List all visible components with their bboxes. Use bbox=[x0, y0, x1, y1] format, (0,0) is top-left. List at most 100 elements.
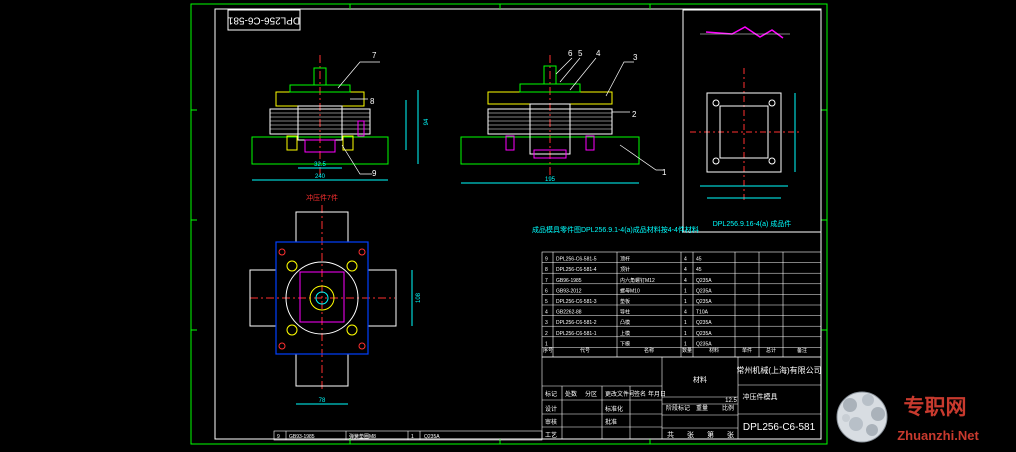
scale-value: 12.5 bbox=[725, 398, 737, 404]
bom-cell: GB93-2012 bbox=[556, 288, 582, 294]
bom-cell: 8 bbox=[545, 267, 548, 273]
change-label: 年月日 bbox=[648, 390, 666, 398]
balloon-2: 2 bbox=[632, 110, 637, 119]
part-name: 冲压件模具 bbox=[743, 392, 778, 401]
balloon-3: 3 bbox=[633, 53, 638, 62]
bom-header: 总计 bbox=[766, 347, 776, 354]
dim-front-width: 240 bbox=[315, 174, 326, 180]
bom-header: 备注 bbox=[797, 347, 807, 354]
title-stamp: DPL256-C6-581 bbox=[227, 14, 300, 25]
change-label: 签名 bbox=[634, 390, 646, 398]
balloon-4: 4 bbox=[596, 49, 601, 58]
stage-label: 阶段标记 bbox=[666, 404, 690, 412]
bom-cell: 1 bbox=[684, 331, 687, 337]
bom-header: 材料 bbox=[709, 347, 719, 354]
balloon-6: 6 bbox=[568, 49, 573, 58]
bom-cell: 1 bbox=[684, 341, 687, 347]
bom-cell: 4 bbox=[684, 267, 687, 273]
balloon-1: 1 bbox=[662, 168, 667, 177]
bom-cell: DPL256-C6-581-4 bbox=[556, 267, 597, 273]
extra-row-cell: 9 bbox=[277, 434, 280, 440]
bom-cell: Q235A bbox=[696, 331, 712, 337]
dim-top-width: 78 bbox=[319, 398, 326, 404]
change-label: 分区 bbox=[585, 390, 597, 398]
extra-row-cell: 1 bbox=[411, 434, 414, 440]
watermark-logo-icon bbox=[836, 391, 888, 443]
bom-cell: DPL256-C6-581-5 bbox=[556, 257, 597, 263]
balloon-7: 7 bbox=[372, 51, 377, 60]
detail-caption: DPL256.9.16-4(a) 成品件 bbox=[713, 219, 792, 228]
watermark-brand: 专职网 bbox=[904, 395, 967, 419]
bom-cell: DPL256-C6-581-1 bbox=[556, 331, 597, 337]
bom-cell: Q235A bbox=[696, 288, 712, 294]
bom-cell: 4 bbox=[684, 257, 687, 263]
bom-cell: 7 bbox=[545, 278, 548, 284]
sheet-label: 张 bbox=[727, 430, 734, 439]
extra-row-cell: GB93-1985 bbox=[289, 434, 315, 440]
sheet-label: 张 bbox=[687, 430, 694, 439]
stage-label: 重量 bbox=[696, 404, 708, 412]
bom-cell: 顶杆 bbox=[620, 256, 630, 263]
bom-cell: 2 bbox=[545, 331, 548, 337]
title-block bbox=[541, 356, 822, 440]
drawing-note: 成品模具零件图DPL256.9.1-4(a)成品材料按4-4件材料 bbox=[532, 225, 699, 234]
bom-cell: DPL256-C6-581-3 bbox=[556, 299, 597, 305]
bom-cell: 4 bbox=[545, 310, 548, 316]
role-label: 审核 bbox=[545, 418, 557, 426]
material-label: 材料 bbox=[693, 375, 707, 384]
bom-cell: 4 bbox=[684, 278, 687, 284]
side-view: 195 bbox=[460, 55, 664, 184]
sheet-label: 第 bbox=[707, 430, 714, 439]
dim-top-height: 108 bbox=[416, 292, 422, 303]
title-block-labels: 标记处数分区更改文件号签名年月日设计审核工艺标准化批准阶段标记重量比例共张第张 bbox=[545, 390, 734, 439]
role-label: 设计 bbox=[545, 405, 557, 413]
detail-frame bbox=[682, 9, 822, 233]
bom-cell: 1 bbox=[684, 320, 687, 326]
bom-cell: Q235A bbox=[696, 278, 712, 284]
bom-cell: 垫板 bbox=[620, 298, 630, 305]
bom-cell: 1 bbox=[545, 341, 548, 347]
company-name: 常州机械(上海)有限公司 bbox=[736, 365, 821, 375]
bom-cell: 导柱 bbox=[620, 309, 630, 316]
balloon-9: 9 bbox=[372, 169, 377, 178]
bom-cell: 45 bbox=[696, 267, 702, 273]
dim-front-height: 94 bbox=[424, 118, 430, 125]
bom-header: 数量 bbox=[682, 347, 692, 354]
bom-cell: 5 bbox=[545, 299, 548, 305]
bom-header: 序号 bbox=[543, 347, 553, 354]
stage-label: 比例 bbox=[722, 404, 734, 412]
top-view bbox=[249, 205, 413, 405]
extra-row-cell: Q235A bbox=[424, 434, 440, 440]
bom-cell: GB96-1985 bbox=[556, 278, 582, 284]
bom-cell: Q235A bbox=[696, 320, 712, 326]
extra-bom-row bbox=[273, 430, 543, 441]
bom-cell: T10A bbox=[696, 310, 709, 316]
balloon-5: 5 bbox=[578, 49, 583, 58]
bom-cell: 内六角螺钉M12 bbox=[620, 277, 655, 284]
bom-header: 名称 bbox=[644, 347, 654, 354]
change-label: 标记 bbox=[545, 390, 557, 398]
drawing-number: DPL256-C6-581 bbox=[743, 422, 816, 433]
dim-front-inner: 32.5 bbox=[314, 162, 326, 168]
bom-cell: 螺母M10 bbox=[620, 287, 640, 294]
bom-cell: 9 bbox=[545, 257, 548, 263]
std-label: 批准 bbox=[605, 418, 617, 426]
front-view: 240 32.5 94 bbox=[251, 55, 430, 181]
bom-cell: 45 bbox=[696, 257, 702, 263]
bom-cell: 下模 bbox=[620, 340, 630, 347]
role-label: 工艺 bbox=[545, 431, 557, 439]
watermark: 专职网 Zhuanzhi.Net bbox=[836, 391, 979, 443]
bom-cell: 凸模 bbox=[620, 319, 630, 326]
bom-cell: 6 bbox=[545, 288, 548, 294]
bom-cell: 顶针 bbox=[620, 266, 630, 273]
title-stamp-box bbox=[227, 9, 301, 31]
view-label: 冲压件7件 bbox=[306, 193, 338, 202]
sheet-label: 共 bbox=[667, 430, 674, 439]
bom-cell: Q235A bbox=[696, 341, 712, 347]
balloon-8: 8 bbox=[370, 97, 375, 106]
bom-cell: 1 bbox=[684, 299, 687, 305]
bom-cell: 上模 bbox=[620, 330, 630, 337]
